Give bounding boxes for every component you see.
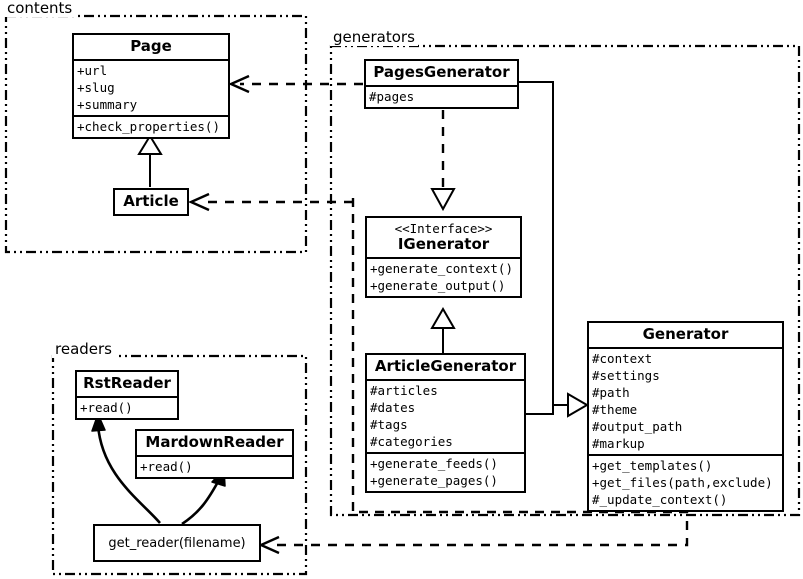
class-box-rst-reader[interactable]: RstReader +read() — [75, 370, 179, 421]
attribute-row: #categories — [370, 434, 453, 450]
class-name-article-generator: ArticleGenerator — [374, 357, 517, 375]
class-attributes-article-generator: #articles #dates #tags #categories — [367, 379, 524, 452]
class-box-page[interactable]: Page +url +slug +summary +check_properti… — [72, 33, 230, 140]
class-title-igenerator: IGenerator — [397, 235, 490, 253]
attribute-row: #theme — [592, 402, 638, 418]
class-name-rst-reader: RstReader — [83, 374, 171, 392]
package-label-readers: readers — [52, 340, 115, 358]
operation-row: #_update_context() — [592, 492, 728, 508]
curve-getreader-mardownreader — [181, 479, 221, 526]
function-label-get-reader: get_reader(filename) — [108, 535, 246, 551]
attribute-row: #context — [592, 351, 653, 367]
attribute-row: #output_path — [592, 419, 683, 435]
dependency-arrowhead-page — [228, 74, 250, 94]
class-name-mardown-reader: MardownReader — [145, 433, 284, 451]
class-name-igenerator: <<Interface>> IGenerator — [367, 218, 520, 257]
generalization-pagesgen-generator — [519, 81, 569, 406]
operation-row: +generate_feeds() — [370, 456, 498, 472]
generalization-articlegen-generator — [526, 405, 554, 415]
class-box-article-generator[interactable]: ArticleGenerator #articles #dates #tags … — [365, 353, 526, 494]
class-attributes-page: +url +slug +summary — [74, 59, 228, 115]
realization-arrowhead-igenerator — [430, 188, 456, 212]
function-box-get-reader[interactable]: get_reader(filename) — [93, 524, 261, 562]
package-label-generators: generators — [330, 28, 418, 46]
class-operations-generator: +get_templates() +get_files(path,exclude… — [589, 454, 782, 510]
operation-row: +generate_output() — [370, 278, 506, 294]
attribute-row: #settings — [592, 368, 660, 384]
operation-row: +read() — [140, 459, 193, 475]
operation-row: +get_templates() — [592, 458, 713, 474]
class-attributes-rst-reader: +read() — [77, 396, 177, 418]
attribute-row: +url — [77, 63, 108, 79]
class-operations-igenerator: +generate_context() +generate_output() — [367, 257, 520, 296]
class-name-article: Article — [123, 192, 179, 210]
attribute-row: #path — [592, 385, 630, 401]
dependency-arrowhead-getreader — [258, 535, 280, 555]
attribute-row: #pages — [369, 89, 415, 105]
operation-row: +check_properties() — [77, 119, 220, 135]
generalization-arrowhead-generator — [567, 392, 589, 418]
package-label-contents: contents — [4, 0, 76, 17]
class-operations-article-generator: +generate_feeds() +generate_pages() — [367, 452, 524, 491]
generalization-arrowhead-igenerator-2 — [430, 307, 456, 329]
class-box-article[interactable]: Article — [113, 188, 189, 217]
operation-row: +generate_pages() — [370, 473, 498, 489]
operation-row: +get_files(path,exclude) — [592, 475, 773, 491]
class-attributes-mardown-reader: +read() — [137, 455, 292, 477]
class-operations-page: +check_properties() — [74, 115, 228, 137]
dependency-arrowhead-article — [188, 192, 210, 212]
class-name-pages-generator: PagesGenerator — [373, 63, 510, 81]
operation-row: +generate_context() — [370, 261, 513, 277]
class-stereotype-igenerator: <<Interface>> — [394, 221, 493, 236]
class-name-generator: Generator — [642, 325, 729, 343]
class-attributes-pages-generator: #pages — [366, 85, 517, 107]
attribute-row: +summary — [77, 97, 138, 113]
class-name-page: Page — [130, 37, 172, 55]
attribute-row: #articles — [370, 383, 438, 399]
attribute-row: #tags — [370, 417, 408, 433]
class-box-generator[interactable]: Generator #context #settings #path #them… — [587, 321, 784, 513]
attribute-row: #markup — [592, 436, 645, 452]
attribute-row: +slug — [77, 80, 115, 96]
class-attributes-generator: #context #settings #path #theme #output_… — [589, 347, 782, 454]
class-box-igenerator[interactable]: <<Interface>> IGenerator +generate_conte… — [365, 216, 522, 299]
class-box-mardown-reader[interactable]: MardownReader +read() — [135, 429, 294, 480]
class-box-pages-generator[interactable]: PagesGenerator #pages — [364, 59, 519, 110]
operation-row: +read() — [80, 400, 133, 416]
attribute-row: #dates — [370, 400, 416, 416]
